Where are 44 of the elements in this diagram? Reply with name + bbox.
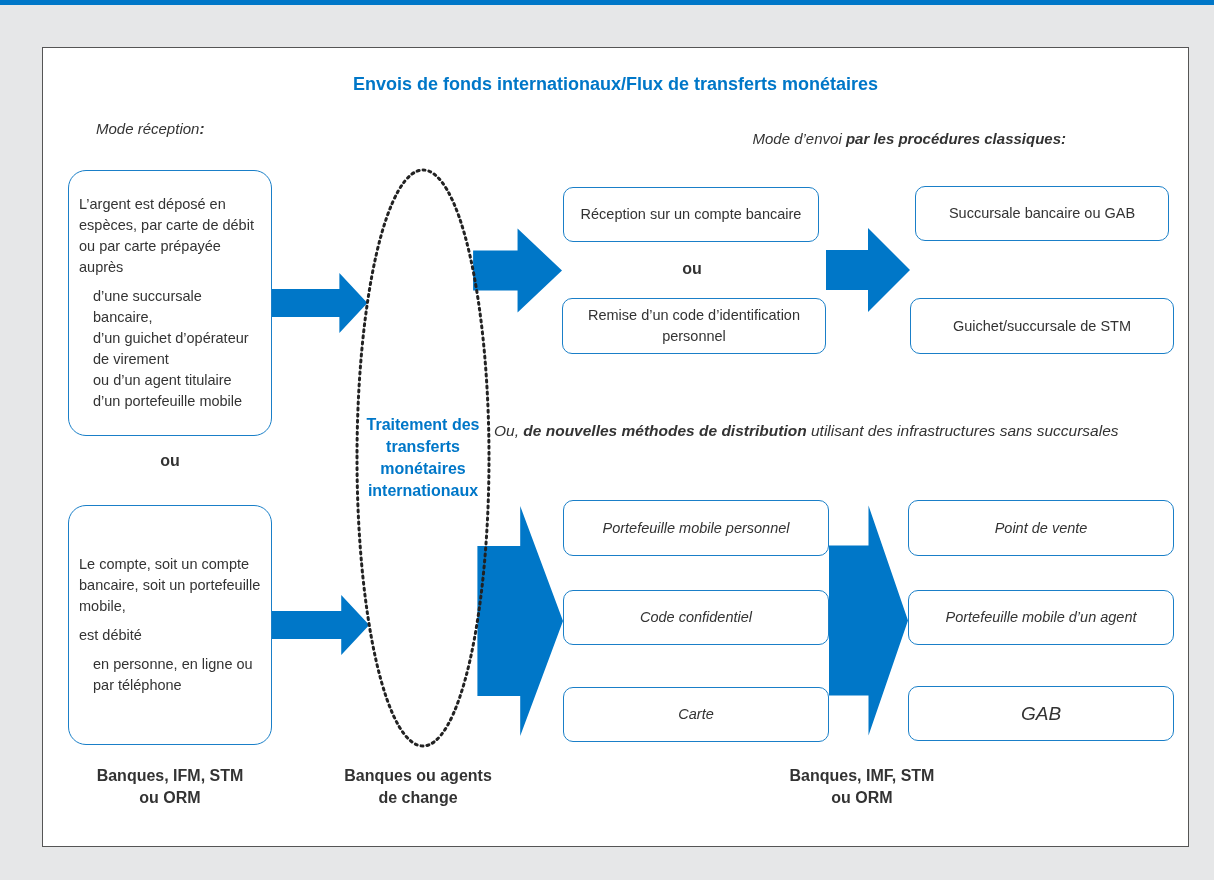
node-text: Le compte, soit un compte bancaire, soit un portefeuille mobile, — [79, 555, 262, 616]
node-text: Réception sur un compte bancaire — [580, 205, 802, 224]
section-heading: Mode d’envoi par les procédures classiques: — [751, 129, 1066, 148]
node-text: Portefeuille mobile personnel — [602, 518, 790, 538]
node-text: Portefeuille mobile d’un agent — [945, 608, 1137, 627]
process-ellipse — [355, 168, 491, 748]
process-box — [908, 686, 1174, 741]
process-box — [68, 505, 272, 745]
process-box — [563, 187, 819, 242]
node-text: ou d’un agent titulaire d’un portefeuille mobile — [92, 371, 244, 411]
node-text: L’argent est déposé en espèces, par carte de débit ou par carte prépayée auprès — [79, 195, 255, 277]
connector-word: ou — [159, 451, 181, 470]
actor-label: Banques ou agents de change — [343, 766, 493, 808]
process-box — [908, 500, 1174, 556]
node-text: GAB — [1020, 703, 1062, 724]
process-box — [563, 590, 829, 645]
block-arrow — [272, 273, 368, 333]
node-text: Point de vente — [994, 518, 1088, 538]
block-arrow — [477, 506, 563, 736]
process-box — [562, 298, 826, 354]
process-box — [908, 590, 1174, 645]
node-text: est débité — [79, 626, 143, 645]
block-arrow — [826, 228, 910, 312]
actor-label: Banques, IMF, STM ou ORM — [788, 766, 936, 808]
node-text: Succursale bancaire ou GAB — [948, 204, 1136, 223]
section-heading: Ou, de nouvelles méthodes de distribution utilisant des infrastructures sans succursales — [494, 421, 1120, 440]
node-text: Carte — [678, 705, 714, 724]
process-box — [910, 298, 1174, 354]
process-box — [563, 500, 829, 556]
node-text: Guichet/succursale de STM — [952, 316, 1132, 336]
node-text: Traitement des transferts monétaires internationaux — [365, 415, 481, 501]
diagram-title: Envois de fonds internationaux/Flux de transferts monétaires — [351, 75, 880, 94]
process-box — [68, 170, 272, 436]
process-box — [915, 186, 1169, 241]
actor-label: Banques, IFM, STM ou ORM — [95, 766, 245, 808]
block-arrow — [473, 228, 562, 313]
section-heading: Mode réception: — [96, 119, 206, 138]
block-arrow — [829, 505, 908, 736]
block-arrow — [272, 595, 370, 655]
node-text: Code confidentiel — [639, 608, 753, 627]
node-text: Remise d’un code d’identification personnel — [587, 306, 801, 346]
node-text: en personne, en ligne ou par téléphone — [92, 655, 254, 695]
connector-word: ou — [681, 259, 703, 278]
process-box — [563, 687, 829, 742]
